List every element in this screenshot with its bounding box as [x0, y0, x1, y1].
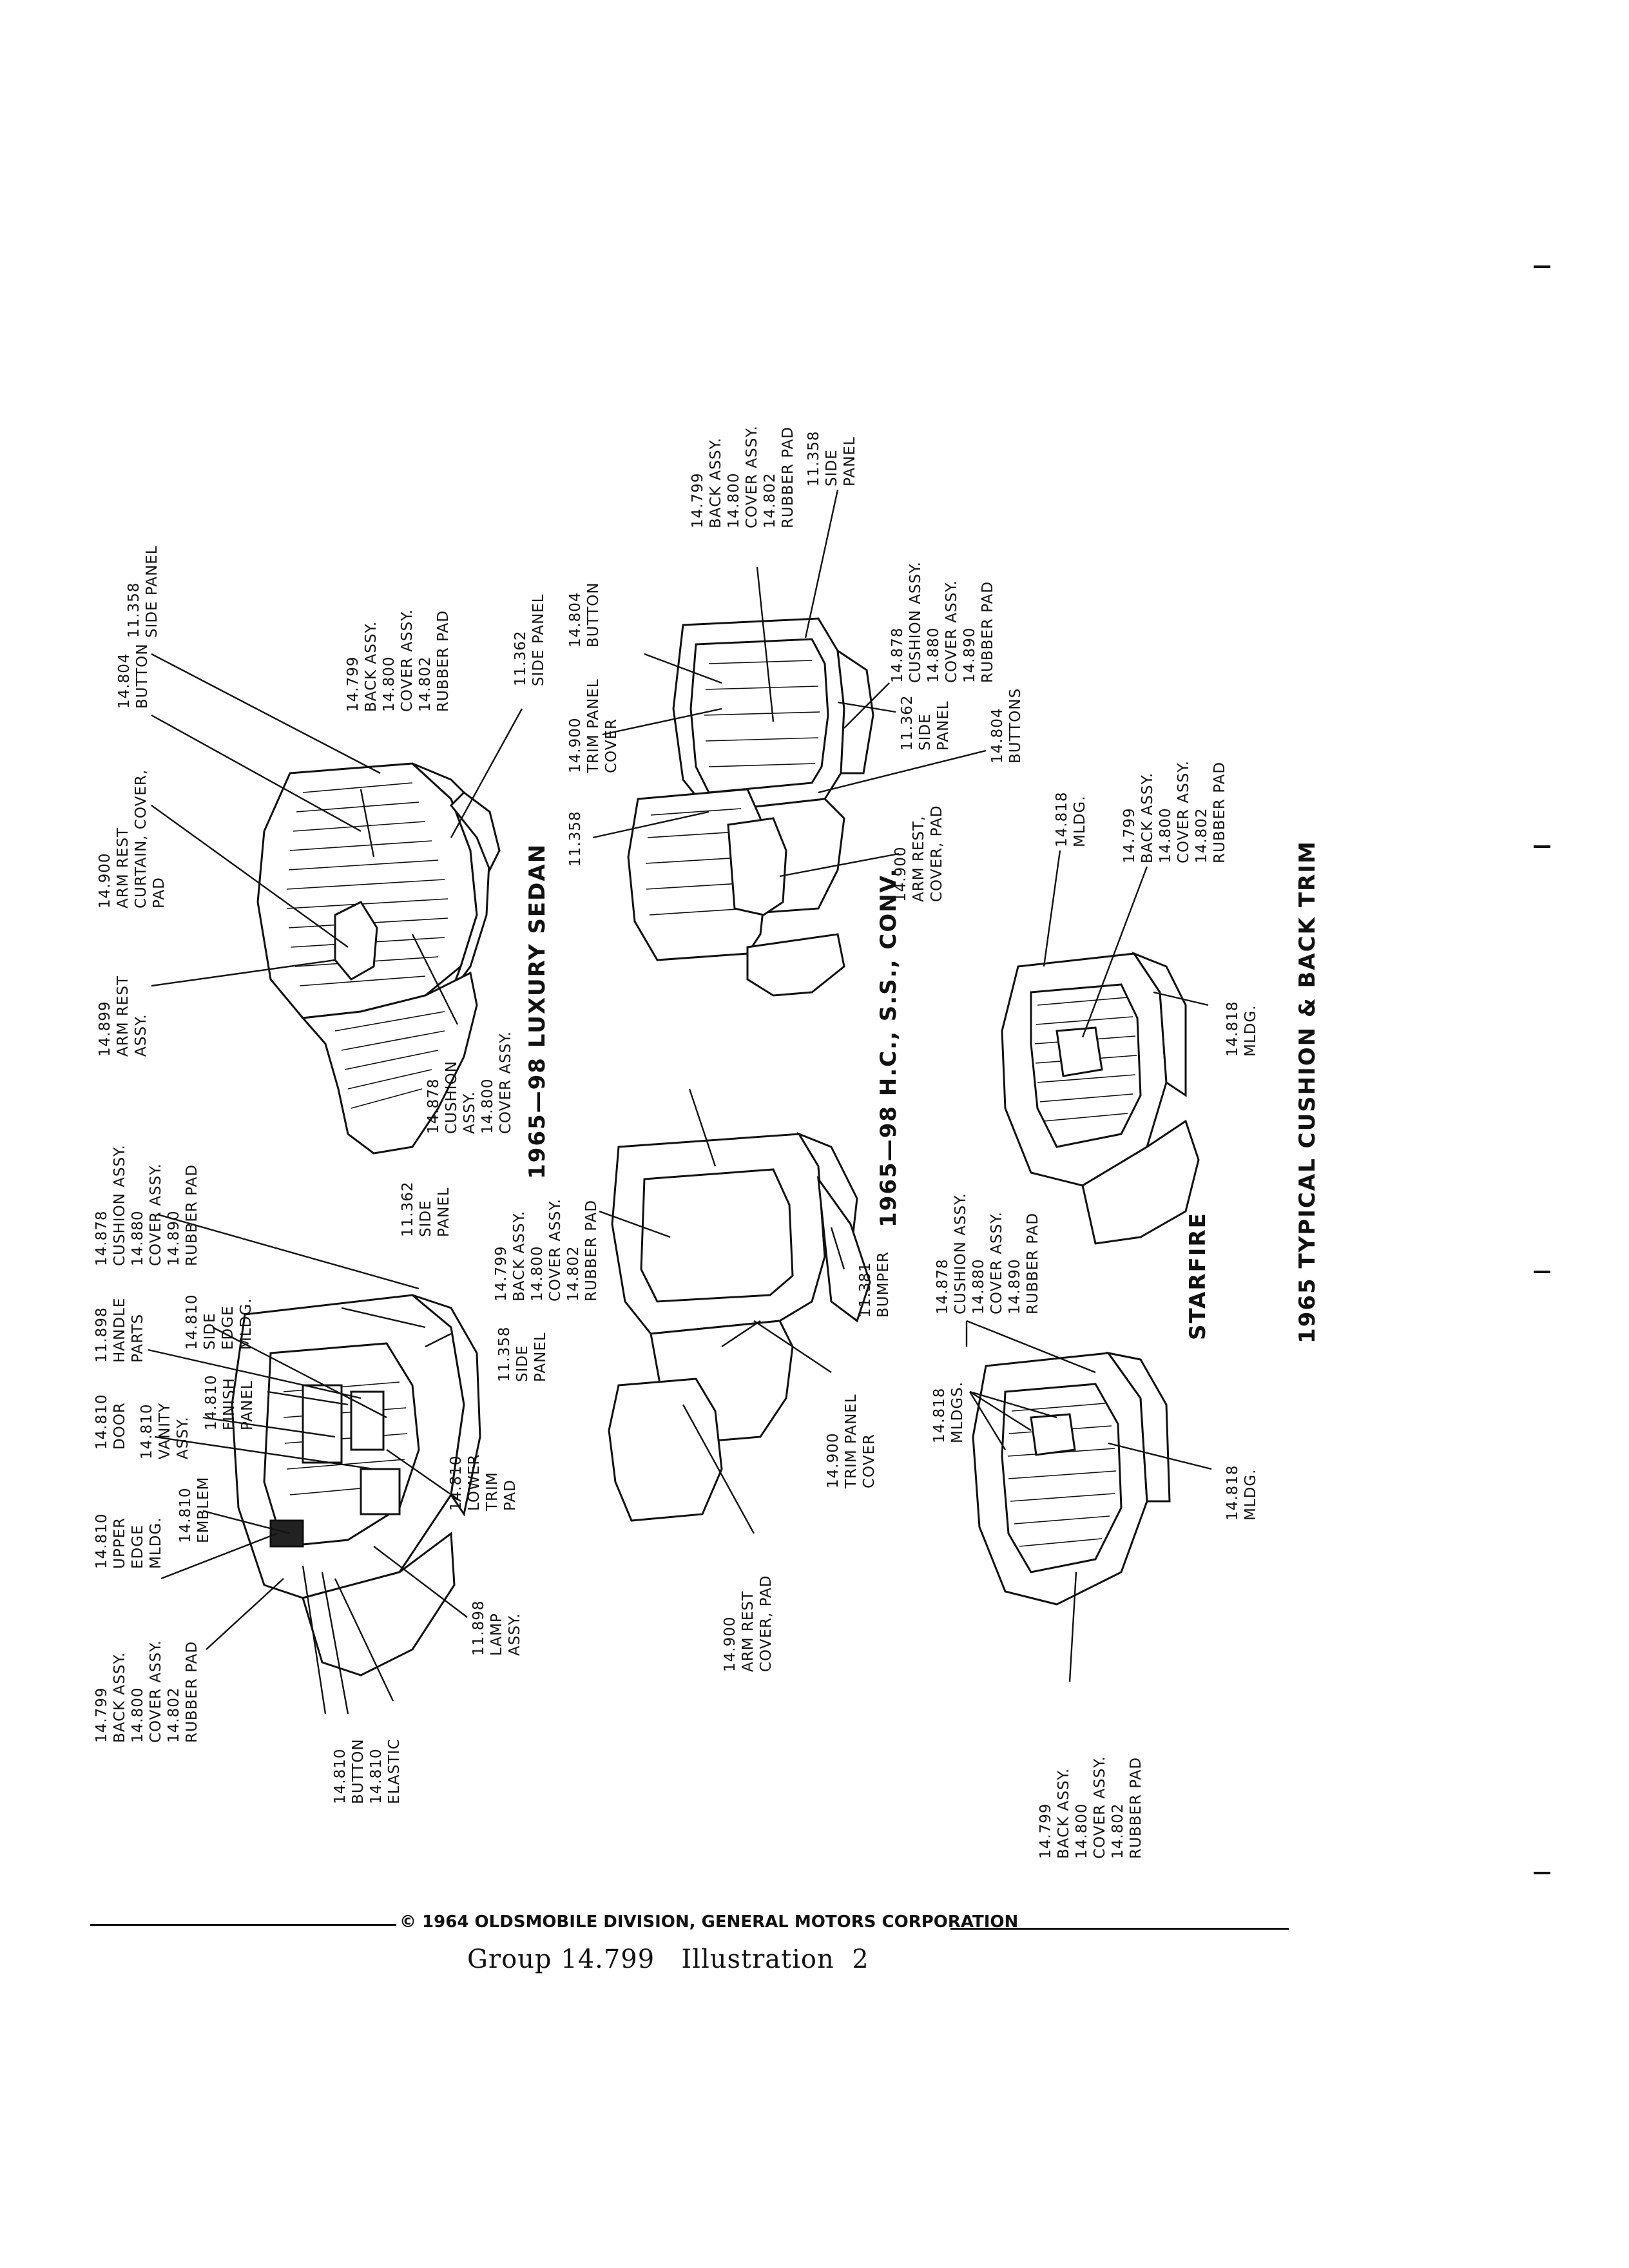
starfire-callouts: 14.878 CUSHION ASSY. 14.880 COVER ASSY. … [93, 1139, 892, 1804]
edge-mark [1534, 1872, 1550, 1874]
callout-hc-side-panel-left: 11.358 [567, 811, 584, 867]
edge-mark [1534, 265, 1550, 268]
luxury-callouts: 11.358 SIDE PANEL 14.804 BUTTON 14.900 A… [97, 545, 547, 1134]
callout-luxury-arm-rest-curtain: 14.900 ARM REST CURTAIN, COVER, PAD [97, 764, 168, 908]
callout-starfire-back-assy-mid: 14.799 BACK ASSY. 14.800 COVER ASSY. 14.… [493, 1193, 600, 1302]
callout-starfire-trim-panel-cover: 14.900 TRIM PANEL COVER [825, 1389, 878, 1489]
typical-callouts: 14.818 MLDG. 14.799 BACK ASSY. 14.800 CO… [931, 755, 1259, 1859]
callout-starfire-arm-rest-cover: 14.900 ARM REST COVER, PAD [722, 1575, 775, 1672]
starfire-title: STARFIRE [1185, 1212, 1211, 1340]
callout-starfire-finish-panel: 14.810 FINISH PANEL [203, 1369, 256, 1430]
callout-starfire-vanity: 14.810 VANITY ASSY. [139, 1398, 191, 1459]
callout-hc-trim-panel-cover: 14.900 TRIM PANEL COVER [567, 673, 620, 774]
callout-starfire-lamp-assy: 11.898 LAMP ASSY. [470, 1595, 523, 1656]
callout-luxury-back-assy: 14.799 BACK ASSY. 14.800 COVER ASSY. 14.… [345, 604, 452, 712]
callout-starfire-lower-trim-pad: 14.810 LOWER TRIM PAD [448, 1448, 519, 1512]
callout-typical-back-assy-lower: 14.799 BACK ASSY. 14.800 COVER ASSY. 14.… [1037, 1751, 1144, 1859]
callout-starfire-button-elastic: 14.810 BUTTON 14.810 ELASTIC [332, 1733, 403, 1804]
typical-seat-lower-illustration [972, 1351, 1171, 1606]
illustration-caption: Group 14.799 Illustration 2 [467, 1945, 869, 1974]
leader-lines [148, 489, 1212, 1715]
luxury-sedan-title: 1965—98 LUXURY SEDAN [525, 843, 550, 1179]
starfire-rear-seat-illustration [608, 1131, 871, 1522]
callout-luxury-cushion-assy: 14.878 CUSHION ASSY. 14.800 COVER ASSY. [425, 1031, 514, 1134]
callout-typical-cushion-assy: 14.878 CUSHION ASSY. 14.880 COVER ASSY. … [934, 1187, 1041, 1314]
hc-ss-conv-title: 1965—98 H.C., S.S., CONV. [876, 868, 901, 1228]
page-title: 1965 TYPICAL CUSHION & BACK TRIM [1295, 840, 1320, 1343]
footer-rule-right [950, 1928, 1289, 1930]
luxury-sedan-seat-illustration [256, 762, 501, 1155]
callout-hc-arm-rest: 14.900 ARM REST, COVER, PAD [892, 805, 945, 902]
footer-rule-left [90, 1924, 396, 1926]
callout-starfire-emblem: 14.810 EMBLEM [177, 1477, 212, 1543]
callout-hc-side-panel-mid: 11.362 SIDE PANEL [899, 689, 952, 751]
callout-typical-mldg-lower: 14.818 MLDG. [1224, 1459, 1259, 1521]
callout-luxury-button: 14.804 BUTTON [116, 643, 151, 709]
callout-starfire-door: 14.810 DOOR [93, 1389, 128, 1450]
callout-starfire-side-panel-lower: 11.358 SIDE PANEL [496, 1321, 549, 1382]
edge-mark [1534, 845, 1550, 848]
callout-starfire-back-assy-bottom: 14.799 BACK ASSY. 14.800 COVER ASSY. 14.… [93, 1635, 200, 1743]
callout-luxury-side-panel-right: 11.362 SIDE PANEL [512, 593, 547, 686]
hc-ss-conv-seats-illustration [627, 617, 874, 997]
section-titles: 1965—98 LUXURY SEDAN 1965—98 H.C., S.S.,… [525, 840, 1320, 1343]
callout-typical-back-assy-upper: 14.799 BACK ASSY. 14.800 COVER ASSY. 14.… [1121, 755, 1228, 863]
callout-starfire-side-edge-mldg: 14.810 SIDE EDGE MLDG. [184, 1289, 255, 1350]
callout-hc-cushion-assy: 14.878 CUSHION ASSY. 14.880 COVER ASSY. … [889, 556, 996, 683]
callout-hc-back-assy: 14.799 BACK ASSY. 14.800 COVER ASSY. 14.… [689, 420, 796, 528]
starfire-seat-illustration [231, 1294, 481, 1677]
callout-hc-side-panel-top: 11.358 SIDE PANEL [805, 425, 858, 486]
callout-starfire-side-panel-upper: 11.362 SIDE PANEL [400, 1176, 452, 1237]
typical-seat-upper-illustration [1001, 951, 1200, 1245]
callout-luxury-arm-rest-assy: 14.899 ARM REST ASSY. [97, 970, 149, 1057]
callout-starfire-handle-parts: 11.898 HANDLE PARTS [93, 1292, 146, 1363]
callout-hc-button: 14.804 BUTTON [567, 582, 602, 648]
copyright-notice: © 1964 OLDSMOBILE DIVISION, GENERAL MOTO… [400, 1912, 1019, 1932]
callout-typical-mldg-upper: 14.818 MLDG. [1054, 786, 1088, 847]
hc-callouts: 14.799 BACK ASSY. 14.800 COVER ASSY. 14.… [567, 420, 1024, 902]
callout-hc-buttons: 14.804 BUTTONS [989, 688, 1024, 764]
callout-starfire-cushion-assy-top: 14.878 CUSHION ASSY. 14.880 COVER ASSY. … [93, 1139, 200, 1266]
edge-mark [1534, 1271, 1550, 1273]
callout-typical-mldg-mid: 14.818 MLDG. [1224, 995, 1259, 1057]
callout-starfire-bumper: 11.381 BUMPER [857, 1251, 892, 1318]
callout-luxury-side-panel-top: 11.358 SIDE PANEL [126, 545, 160, 638]
callout-typical-mldgs: 14.818 MLDGS. [931, 1381, 966, 1443]
callout-starfire-upper-edge-mldg: 14.810 UPPER EDGE MLDG. [93, 1508, 164, 1569]
